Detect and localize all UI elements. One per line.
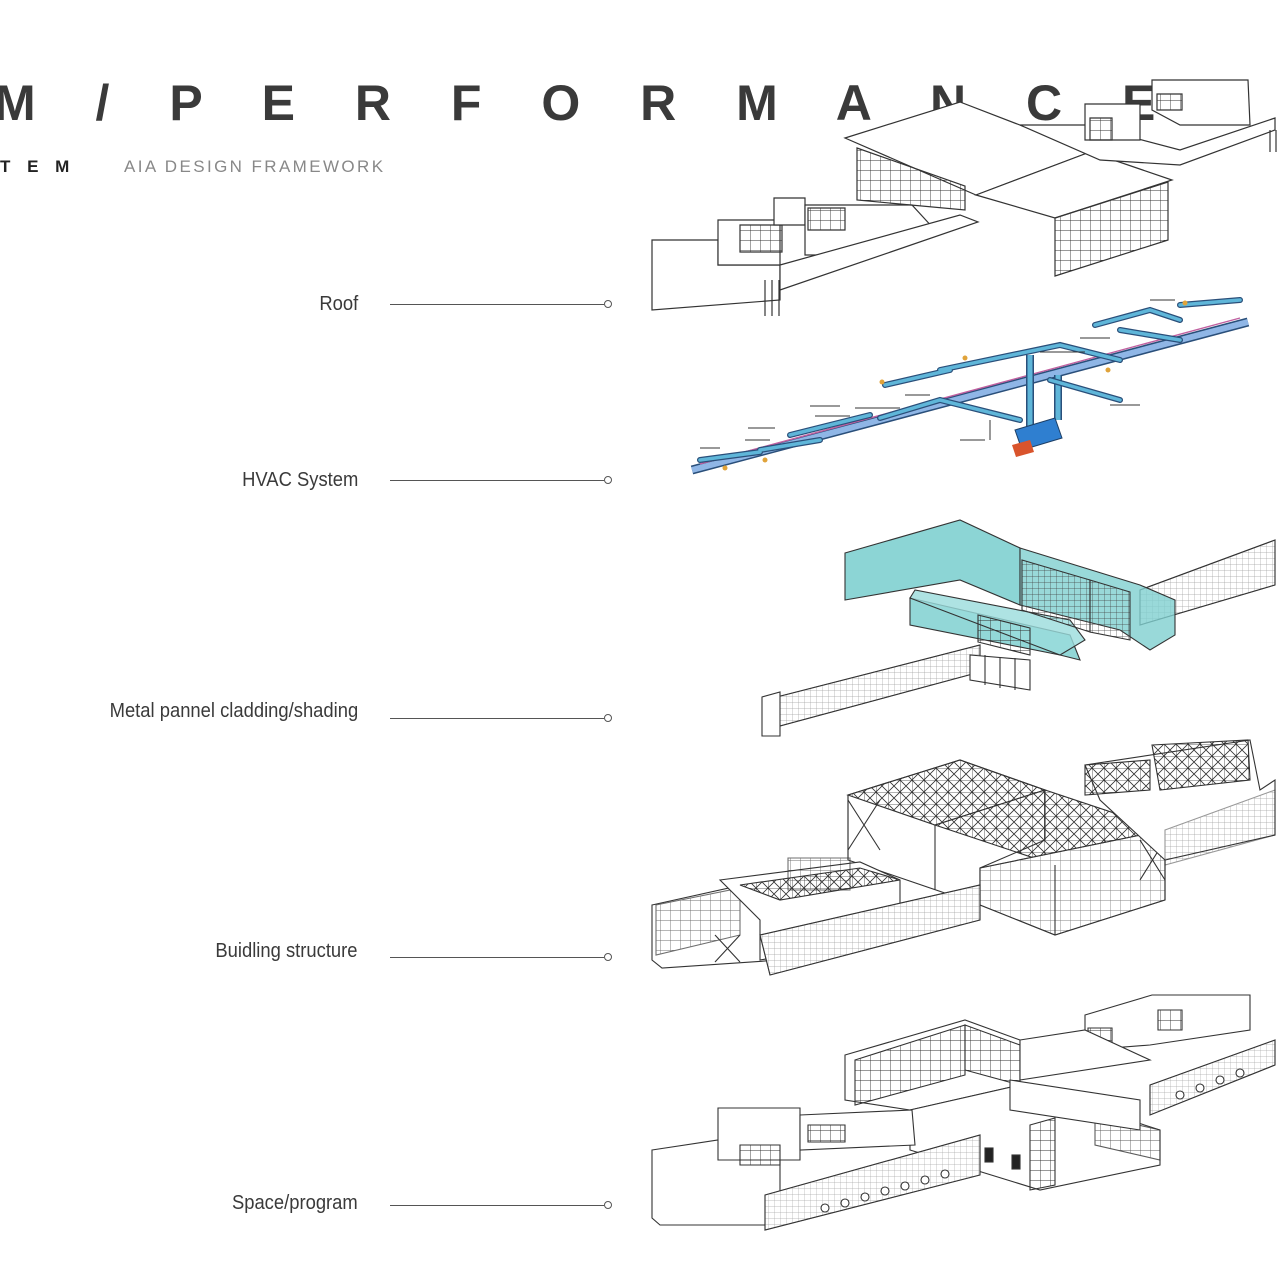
leader-dot-space — [604, 1201, 612, 1209]
roof-drawing — [651, 79, 1277, 316]
leader-dot-cladding — [604, 714, 612, 722]
leader-line-hvac — [390, 480, 604, 481]
leader-dot-roof — [604, 300, 612, 308]
layer-label-hvac: HVAC System — [241, 469, 358, 491]
layer-label-space: Space/program — [232, 1192, 358, 1214]
leader-line-roof — [390, 304, 604, 305]
leader-dot-hvac — [604, 476, 612, 484]
framework-label: AIA DESIGN FRAMEWORK — [124, 157, 386, 176]
leader-line-cladding — [390, 718, 604, 719]
structure-drawing — [651, 739, 1276, 976]
cladding-drawing — [761, 519, 1276, 737]
leader-dot-structure — [604, 953, 612, 961]
layer-label-roof: Roof — [319, 293, 358, 315]
leader-line-structure — [390, 957, 604, 958]
hvac-drawing — [690, 297, 1250, 475]
layer-label-structure: Buidling structure — [215, 940, 358, 962]
layer-label-cladding: Metal pannel cladding/shading — [109, 700, 358, 722]
space-program-drawing — [651, 994, 1276, 1231]
page-subtitle: T E M — [0, 157, 76, 176]
leader-line-space — [390, 1205, 604, 1206]
